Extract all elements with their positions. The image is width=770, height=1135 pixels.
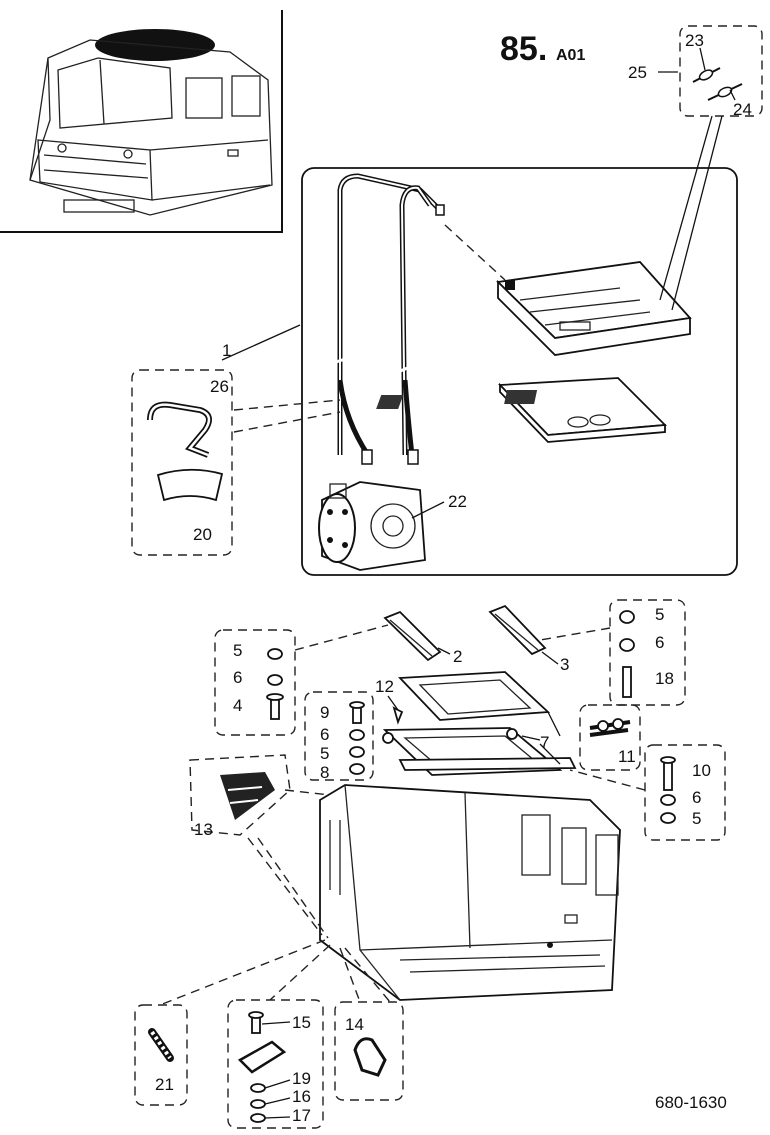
bracket-left	[383, 610, 442, 662]
callout-24: 24	[733, 100, 752, 119]
callout-25: 25	[628, 63, 647, 82]
roof-ac-unit	[496, 261, 692, 356]
callout-17: 17	[292, 1106, 311, 1125]
callout-6-lower: 6	[692, 788, 701, 807]
callout-20: 20	[193, 525, 212, 544]
bracket-right	[488, 604, 547, 656]
detail-box-13	[189, 754, 291, 836]
callout-6-center: 6	[320, 725, 329, 744]
callout-11: 11	[618, 747, 636, 766]
callout-5-right: 5	[655, 605, 664, 624]
drawing-number: 680-1630	[655, 1093, 727, 1112]
detail-box-14	[334, 1001, 404, 1101]
callout-18: 18	[655, 669, 674, 688]
callout-21: 21	[155, 1075, 174, 1094]
ac-assembly-frame	[301, 167, 738, 576]
ac-hose-assembly	[335, 173, 445, 465]
cab-body	[319, 784, 621, 1001]
callout-5-center: 5	[320, 744, 329, 763]
callout-5-lower: 5	[692, 809, 701, 828]
callout-3: 3	[560, 655, 569, 674]
roof-hatch-frame-bottom	[382, 727, 577, 776]
fuse-parts	[692, 67, 743, 101]
page-title-suffix: A01	[556, 47, 585, 64]
screw-12	[392, 706, 404, 725]
callout-23: 23	[685, 31, 704, 50]
clamp-sleeve	[156, 468, 224, 502]
callout-15: 15	[292, 1013, 311, 1032]
callout-13: 13	[194, 820, 213, 839]
clip-fastener-set	[237, 1011, 287, 1123]
callout-26: 26	[210, 377, 229, 396]
callout-7: 7	[540, 733, 549, 752]
fastener-set-center	[349, 701, 365, 775]
detail-box-26-20	[131, 369, 233, 556]
roof-hatch-frame-top	[398, 671, 551, 721]
insulation-block	[220, 772, 275, 820]
detail-box-11	[579, 704, 641, 771]
callout-8: 8	[320, 763, 329, 782]
callout-22: 22	[448, 492, 467, 511]
callout-4: 4	[233, 696, 242, 715]
hose-connection-line	[444, 224, 506, 281]
hinge-bracket	[589, 718, 631, 737]
fastener-set-right	[619, 610, 635, 698]
detail-box-21	[134, 1004, 188, 1106]
compressor	[318, 481, 426, 571]
callout-19: 19	[292, 1069, 311, 1088]
detail-box-15-19-16-17	[227, 999, 324, 1129]
callout-6-right: 6	[655, 633, 664, 652]
callout-12: 12	[375, 677, 394, 696]
detail-box-23-24	[679, 25, 763, 117]
fastener-set-left	[266, 648, 284, 720]
fastener-set-lower-right	[660, 756, 676, 824]
callout-9: 9	[320, 703, 329, 722]
callout-2: 2	[453, 647, 462, 666]
clip-14	[353, 1037, 387, 1077]
grommet-21	[148, 1028, 174, 1062]
detail-box-10-6-5	[644, 744, 726, 841]
ceiling-panel	[376, 377, 668, 443]
callout-1: 1	[222, 341, 231, 360]
cab-overview-inset	[0, 10, 283, 233]
callout-10: 10	[692, 761, 711, 780]
callout-5-left: 5	[233, 641, 242, 660]
callout-14: 14	[345, 1015, 364, 1034]
callout-6-left: 6	[233, 668, 242, 687]
page-title: 85.	[500, 30, 547, 68]
callout-16: 16	[292, 1087, 311, 1106]
detail-box-5-6-18	[609, 599, 686, 706]
hose-clip	[147, 401, 212, 458]
detail-box-5-6-4	[214, 629, 296, 736]
